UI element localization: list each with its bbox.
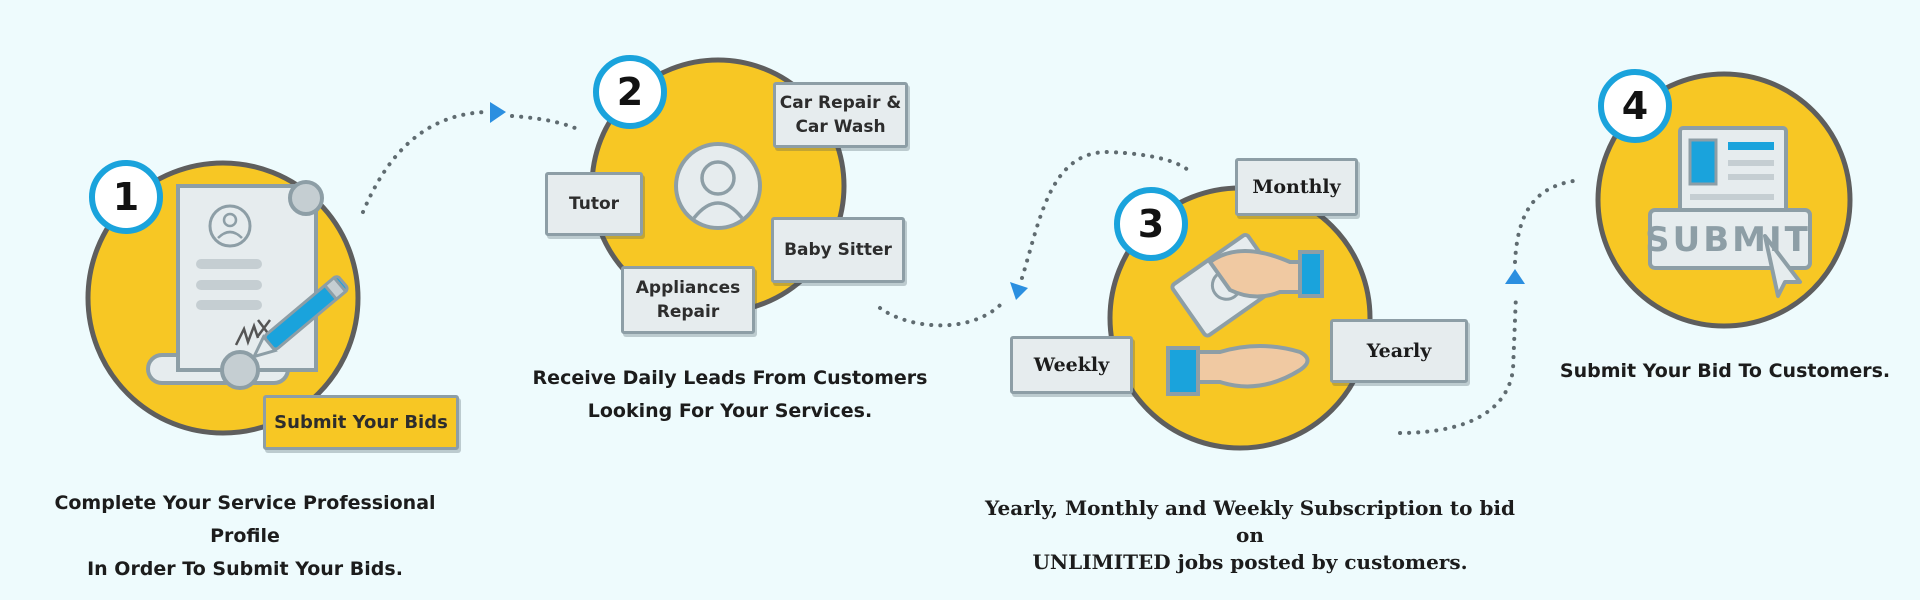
submit-your-bids-tag: Submit Your Bids — [263, 395, 459, 450]
plan-weekly-tag: Weekly — [1010, 336, 1133, 394]
step-1-caption-line1: Complete Your Service Professional Profi… — [54, 492, 436, 547]
step-2-caption: Receive Daily Leads From Customers Looki… — [520, 362, 940, 428]
step-1-number: 1 — [112, 175, 140, 219]
submit-your-bids-label: Submit Your Bids — [274, 411, 448, 433]
step-3-badge — [1114, 187, 1188, 261]
submit-button-text: SUBMIT — [1645, 220, 1811, 260]
plan-yearly-tag: Yearly — [1330, 319, 1468, 383]
connector-1-to-2 — [361, 102, 577, 214]
step-4-caption: Submit Your Bid To Customers. — [1550, 355, 1900, 388]
category-baby-sitter-tag: Baby Sitter — [771, 217, 905, 283]
user-avatar-icon — [674, 142, 762, 230]
connector-3-to-4 — [1398, 178, 1582, 435]
connector-2-to-3 — [878, 149, 1190, 328]
money-handover-icon — [1166, 233, 1324, 396]
step-2-caption-line1: Receive Daily Leads From Customers — [532, 367, 928, 389]
signed-document-with-pen-icon — [146, 180, 349, 390]
step-3-caption-line2: UNLIMITED jobs posted by customers. — [1032, 550, 1468, 574]
step-2-caption-line2: Looking For Your Services. — [587, 400, 873, 422]
step-4-badge — [1598, 69, 1672, 143]
step-3-caption: Yearly, Monthly and Weekly Subscription … — [980, 495, 1520, 576]
category-car-repair-line2: Car Wash — [795, 117, 886, 137]
submit-form-with-cursor-icon — [1648, 126, 1812, 298]
category-appliances-line1: Appliances — [635, 278, 741, 298]
category-appliances-line2: Repair — [656, 302, 720, 322]
plan-monthly-tag: Monthly — [1235, 158, 1358, 216]
step-1-badge — [89, 160, 163, 234]
category-tutor-label: Tutor — [568, 194, 620, 214]
step-4-number: 4 — [1621, 84, 1649, 128]
category-appliances-repair-tag: Appliances Repair — [621, 266, 755, 334]
step-4-caption-line1: Submit Your Bid To Customers. — [1559, 360, 1891, 382]
plan-monthly-label: Monthly — [1252, 176, 1341, 198]
plan-yearly-label: Yearly — [1366, 340, 1432, 362]
category-baby-sitter-label: Baby Sitter — [784, 240, 892, 260]
category-car-repair-line1: Car Repair & — [779, 93, 902, 113]
step-2-badge — [593, 55, 667, 129]
step-3-caption-line1: Yearly, Monthly and Weekly Subscription … — [984, 496, 1516, 547]
category-car-repair-tag: Car Repair & Car Wash — [773, 82, 908, 148]
step-1-caption-line2: In Order To Submit Your Bids. — [87, 558, 403, 580]
step-2-number: 2 — [616, 70, 644, 114]
step-3-number: 3 — [1137, 202, 1165, 246]
category-tutor-tag: Tutor — [545, 172, 643, 236]
plan-weekly-label: Weekly — [1033, 354, 1110, 376]
step-1-caption: Complete Your Service Professional Profi… — [25, 487, 465, 586]
